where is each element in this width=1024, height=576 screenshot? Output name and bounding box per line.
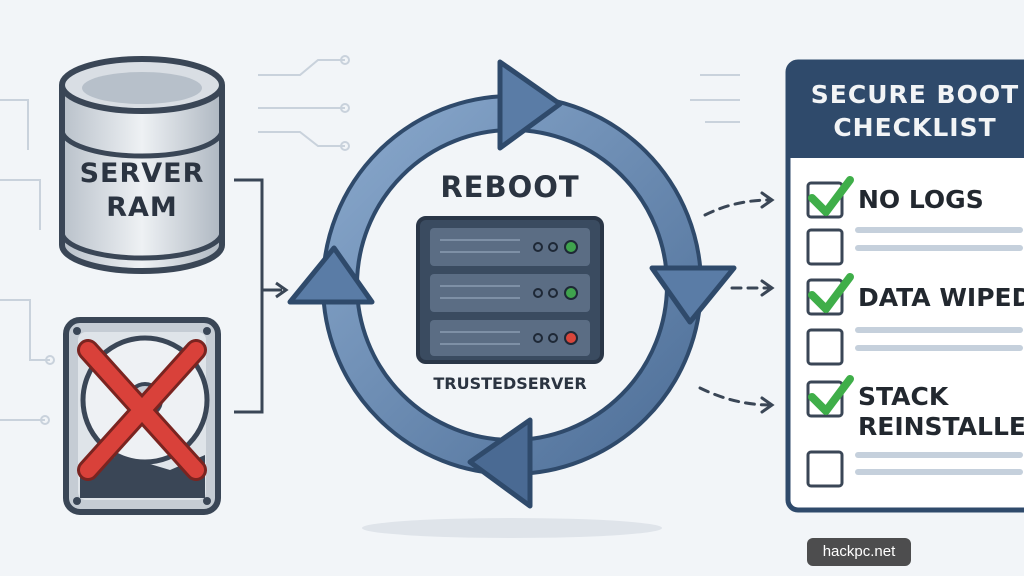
check-item-label: DATA WIPED bbox=[858, 283, 1024, 312]
status-led bbox=[564, 331, 578, 345]
server-ram-cylinder bbox=[59, 56, 225, 274]
server-rack-icon bbox=[416, 216, 604, 364]
check-item-label: NO LOGS bbox=[858, 185, 984, 214]
checkbox-empty bbox=[806, 328, 844, 366]
status-led bbox=[564, 240, 578, 254]
checkbox-empty bbox=[806, 228, 844, 266]
ram-label-line2: RAM bbox=[106, 192, 178, 223]
check-item-label: REINSTALLED bbox=[858, 412, 1024, 441]
server-label: TRUSTEDSERVER bbox=[433, 374, 587, 393]
dashed-arrows bbox=[698, 191, 775, 414]
checklist-title-line2: CHECKLIST bbox=[833, 113, 997, 142]
red-cross-icon bbox=[77, 339, 207, 481]
ground-shadow bbox=[362, 518, 662, 538]
checkbox-empty bbox=[806, 450, 844, 488]
checklist-title: SECURE BOOT CHECKLIST bbox=[806, 78, 1024, 144]
check-mark-icon bbox=[808, 176, 854, 415]
checklist-title-line1: SECURE BOOT bbox=[810, 80, 1020, 109]
check-item-label: STACK bbox=[858, 382, 949, 411]
placeholder-lines bbox=[855, 227, 1023, 475]
reboot-cycle-arrows bbox=[287, 59, 737, 509]
bracket-connector bbox=[234, 178, 289, 414]
watermark: hackpc.net bbox=[807, 538, 911, 566]
status-led bbox=[564, 286, 578, 300]
reboot-title: REBOOT bbox=[440, 170, 580, 204]
circuit-decoration-right bbox=[690, 74, 740, 123]
ram-label-line1: SERVER bbox=[79, 158, 205, 189]
circuit-decoration-left bbox=[0, 55, 350, 425]
checklist-card bbox=[785, 59, 1024, 513]
